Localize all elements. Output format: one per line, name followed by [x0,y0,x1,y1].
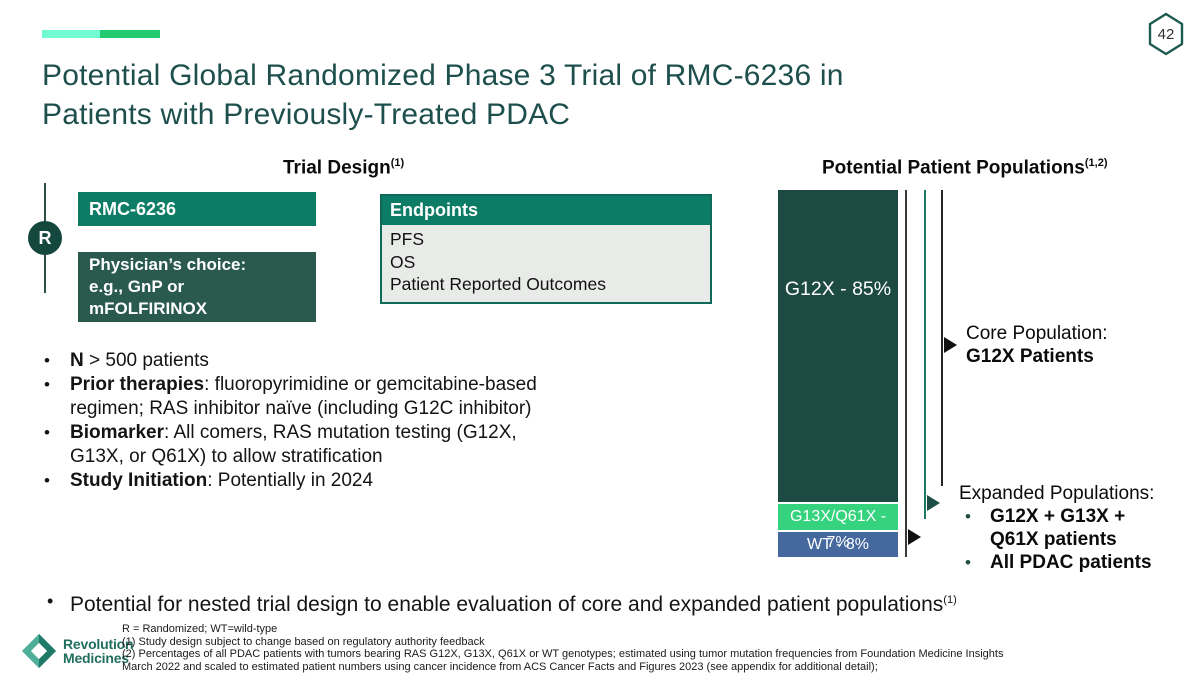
expanded-population-arrow-icon [927,495,940,511]
core-population-label: Core Population: G12X Patients [966,322,1108,368]
company-logo: Revolution Medicines [20,632,134,670]
bar-segment-wt-label: WT - 8% [807,536,869,553]
endpoints-box: Endpoints PFS OS Patient Reported Outcom… [380,194,712,304]
bullet-lead: Biomarker [70,422,164,443]
footnote-2-continued: March 2022 and scaled to estimated patie… [122,660,878,673]
arm-rmc-6236-box: RMC-6236 [78,192,316,226]
nested-trial-bullet: Potential for nested trial design to ena… [45,587,1175,618]
endpoint-item-pfs: PFS [390,229,425,249]
bullet-text: : All comers, RAS mutation testing (G12X… [70,422,517,467]
expanded-bullet-g12x-g13x-q61x: G12X + G13X + Q61X patients [959,505,1189,551]
endpoint-item-os: OS [390,251,416,272]
bullet-lead: N [70,350,84,371]
bullet-study-initiation: Study Initiation: Potentially in 2024 [42,469,627,493]
trial-design-bullet-list: N > 500 patients Prior therapies: fluoro… [42,349,627,493]
footnote-abbreviations: R = Randomized; WT=wild-type [122,623,278,635]
endpoints-header: Endpoints [382,196,710,225]
company-logo-text: Revolution Medicines [63,636,134,666]
randomized-symbol: R [38,227,52,248]
nested-trial-bullet-text: Potential for nested trial design to ena… [70,593,944,616]
bar-segment-wt: WT - 8% [778,532,898,557]
trial-design-footnote-ref: (1) [390,157,405,169]
footnote-1: (1) Study design subject to change based… [122,635,485,648]
patient-populations-heading-text: Potential Patient Populations [822,157,1085,179]
footnotes: R = Randomized; WT=wild-type (1) Study d… [122,623,1192,673]
slide-number: 42 [1158,26,1175,43]
core-population-line2: G12X Patients [966,346,1094,367]
core-population-arrow-icon [944,337,957,353]
bullet-n-patients: N > 500 patients [42,349,627,373]
bar-segment-g12x-label: G12X - 85% [784,278,892,300]
bullet-prior-therapies: Prior therapies: fluoropyrimidine or gem… [42,373,627,421]
bullet-text: > 500 patients [83,350,209,371]
bracket-line-core [941,190,943,486]
bullet-lead: Prior therapies [70,374,205,395]
footnote-2: (2) Percentages of all PDAC patients wit… [122,648,1004,660]
accent-bar-green [100,30,160,38]
bracket-line-expanded [924,190,926,519]
randomization-circle: R [28,221,62,255]
page-title: Potential Global Randomized Phase 3 Tria… [42,59,844,131]
accent-bar [42,30,160,38]
arm-rmc-6236-label: RMC-6236 [89,198,177,219]
bullet-lead: Study Initiation [70,470,208,491]
expanded-populations-heading: Expanded Populations: [959,483,1155,504]
arm-physicians-choice-label: Physician’s choice: e.g., GnP or mFOLFIR… [89,255,247,318]
bar-segment-g13x-q61x: G13X/Q61X - 7% [778,504,898,551]
trial-design-heading: Trial Design(1) [283,157,404,179]
population-stacked-bar: G12X - 85% G13X/Q61X - 7% WT - 8% [778,190,898,557]
core-population-line1: Core Population: [966,323,1108,344]
patient-populations-footnote-ref: (1,2) [1084,157,1108,169]
nested-trial-footnote-ref: (1) [943,594,957,606]
logo-line1: Revolution [63,636,134,652]
bar-segment-g12x: G12X - 85% [778,190,898,502]
expanded-populations-label: Expanded Populations: G12X + G13X + Q61X… [959,482,1189,574]
endpoint-item-pro: Patient Reported Outcomes [390,274,606,294]
arm-physicians-choice-box: Physician’s choice: e.g., GnP or mFOLFIR… [78,252,316,322]
bullet-text: : fluoropyrimidine or gemcitabine-based … [70,374,537,419]
bullet-biomarker: Biomarker: All comers, RAS mutation test… [42,421,627,469]
bullet-text: : Potentially in 2024 [207,470,374,491]
patient-populations-heading: Potential Patient Populations(1,2) [822,157,1107,179]
hexagon-icon [1148,12,1184,56]
slide-number-badge: 42 [1148,12,1184,56]
all-pdac-arrow-icon [908,529,921,545]
endpoints-list: PFS OS Patient Reported Outcomes [382,225,710,302]
trial-design-heading-text: Trial Design [283,157,391,179]
logo-line2: Medicines [63,650,129,666]
revolution-medicines-logo-icon [21,633,57,669]
accent-bar-mint [42,30,100,38]
bracket-line-all-pdac [905,190,907,557]
expanded-bullet-all-pdac: All PDAC patients [959,551,1189,574]
